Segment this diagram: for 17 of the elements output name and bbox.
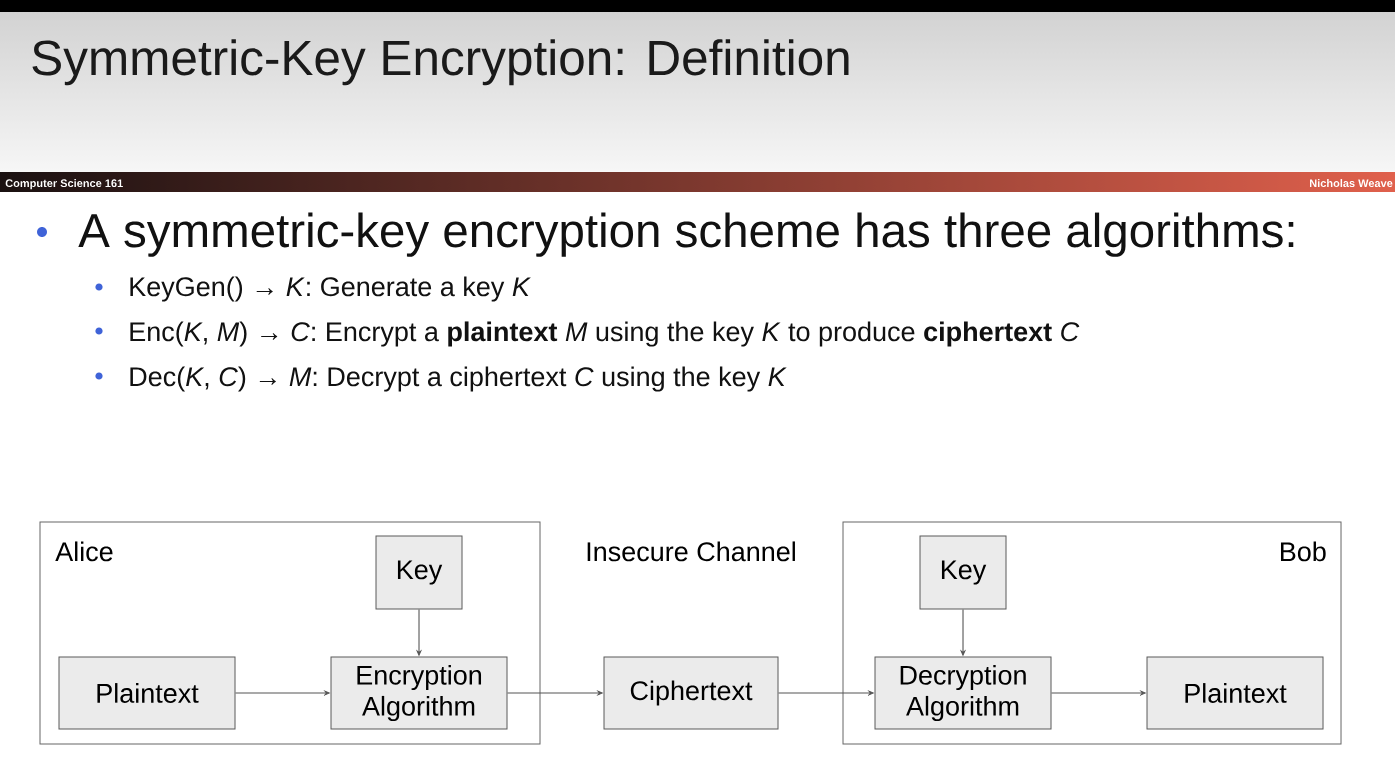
slide-title: Symmetric-Key Encryption: Definition (32, 39, 849, 86)
bullet-text: Dec(K, C) → M: Decrypt a ciphertext C using the key K (130, 366, 787, 392)
process-box: Decryption Algorithm (874, 656, 1052, 730)
process-box: Plaintext (58, 656, 236, 730)
header-text: Computer Science 161 (5, 179, 123, 190)
group-label: Bob (1281, 541, 1326, 562)
process-box: Key (375, 535, 463, 610)
process-box: Ciphertext (603, 656, 779, 730)
process-box: Key (919, 535, 1007, 610)
bullet-text: KeyGen() → K: Generate a key K (130, 276, 531, 302)
bullet-text: A symmetric-key encryption scheme has three algorithms: (78, 212, 1294, 257)
header-text: Nicholas Weave (1310, 179, 1393, 188)
process-box: Encryption Algorithm (330, 656, 508, 730)
bullet-text: Enc(K, M) → C: Encrypt a plaintext M using the key K to produce ciphertext C (130, 321, 1080, 347)
process-box: Plaintext (1146, 656, 1324, 730)
channel-label: Insecure Channel (587, 541, 795, 562)
group-label: Alice (55, 541, 113, 562)
